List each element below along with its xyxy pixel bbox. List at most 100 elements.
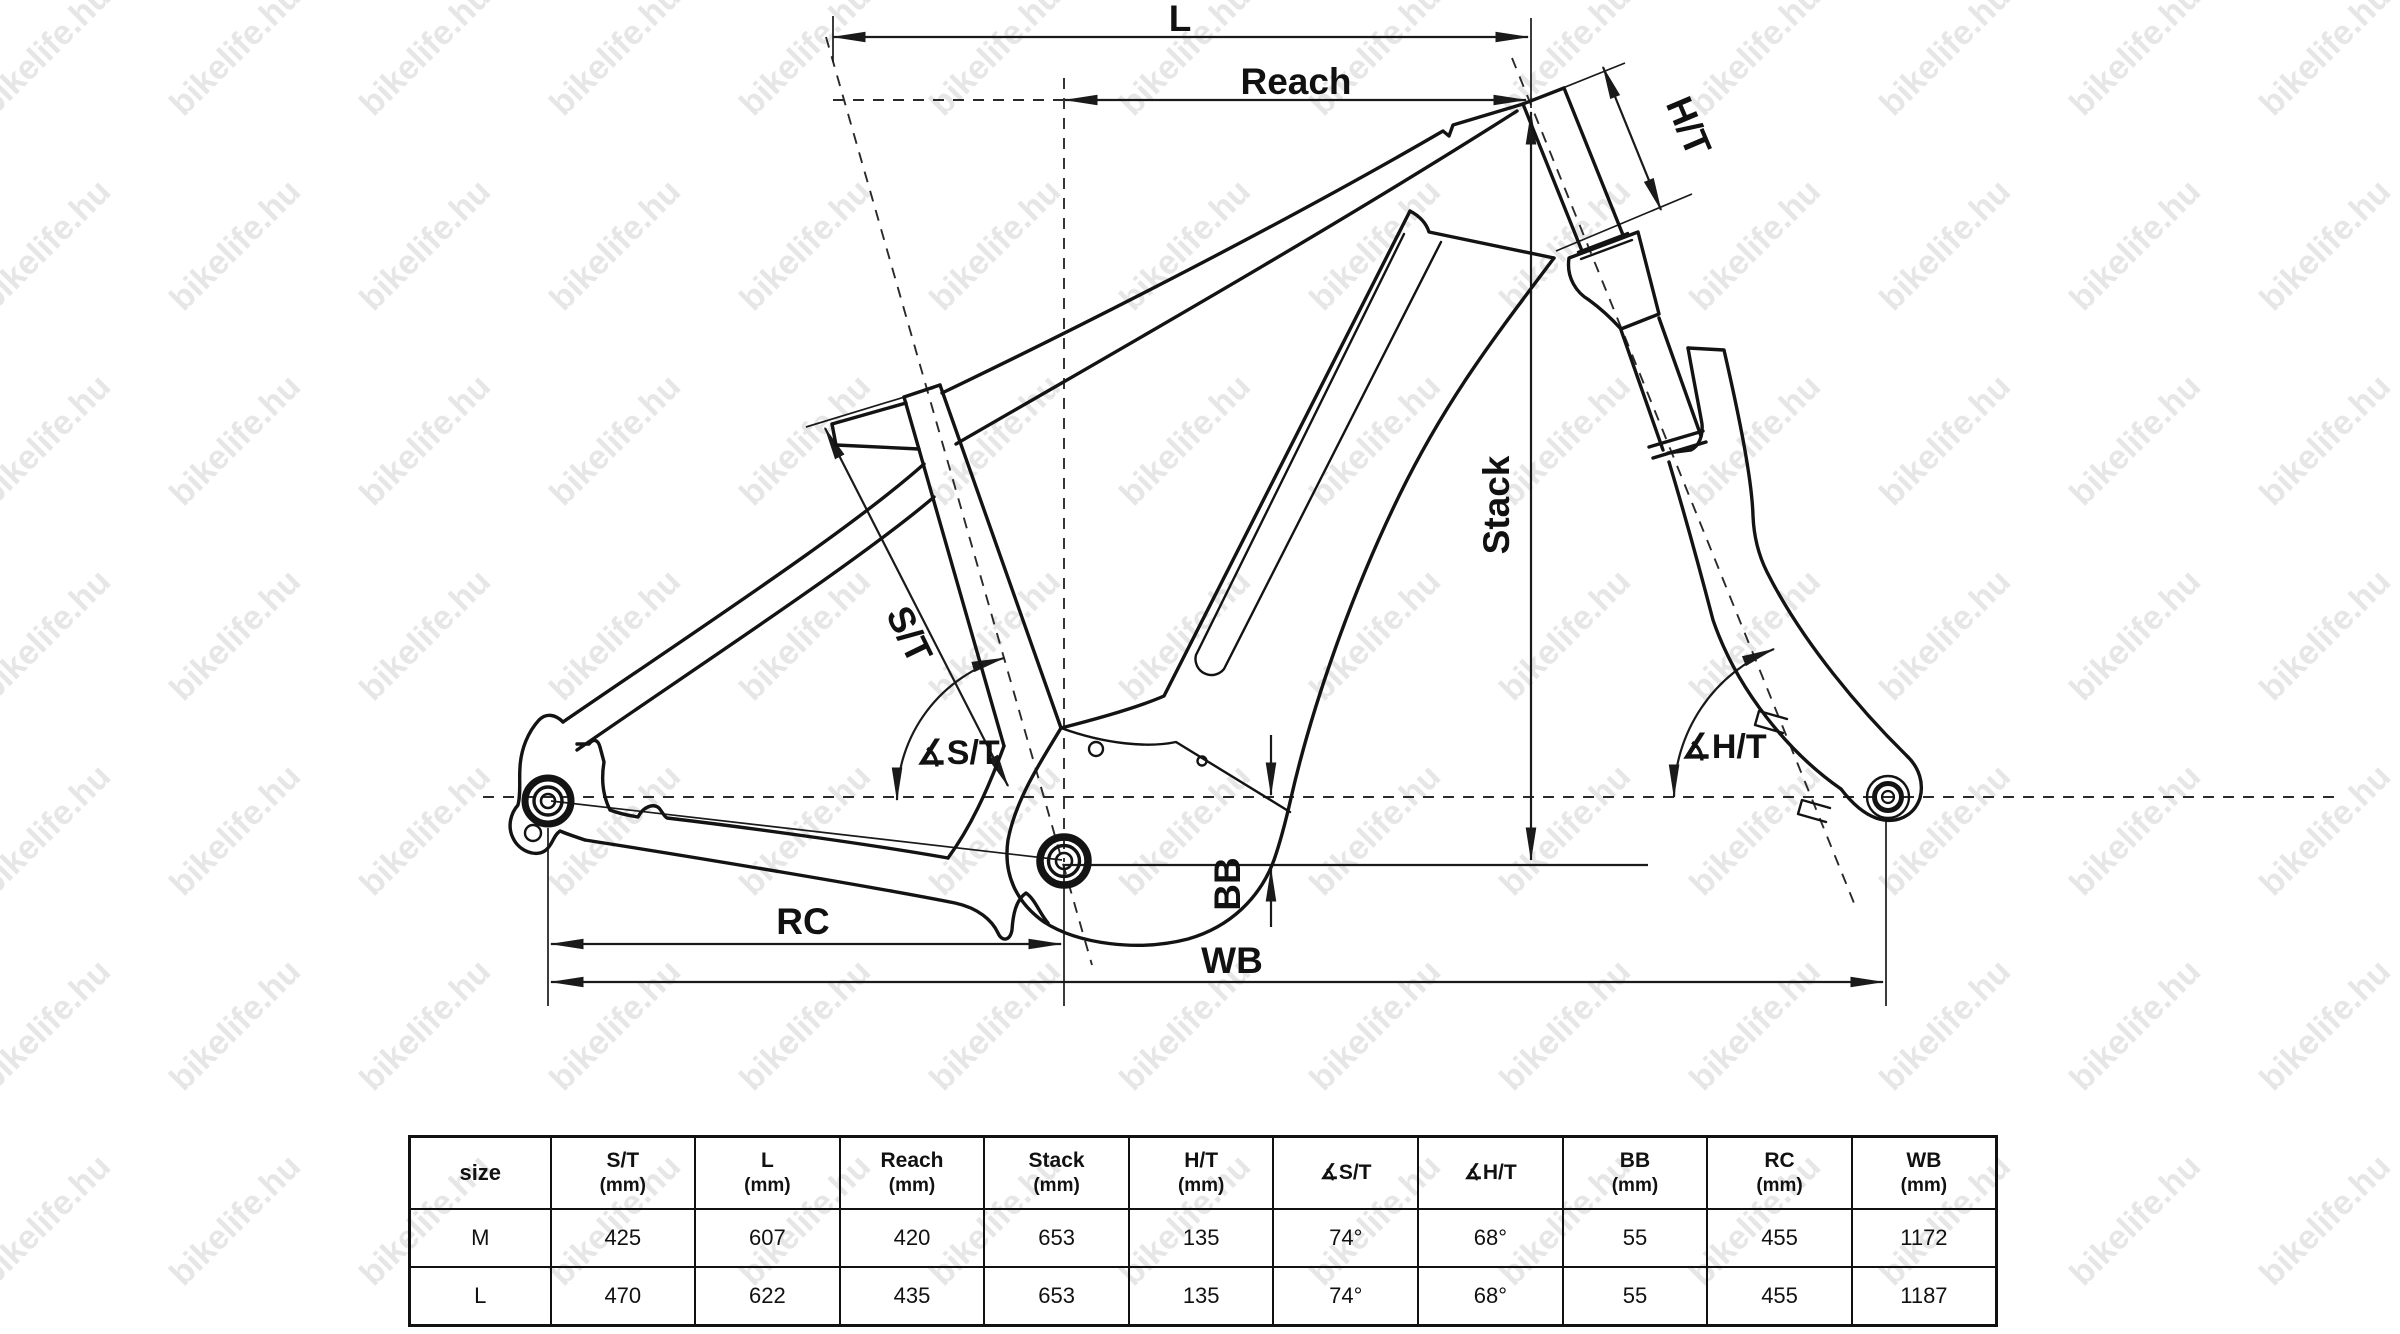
watermark-text: bikelife.hu — [1302, 562, 1448, 708]
column-header-reach: Reach(mm) — [838, 1135, 986, 1210]
head-tube — [1521, 86, 1625, 253]
column-header-stack: Stack(mm) — [983, 1135, 1130, 1210]
label-st: S/T — [878, 600, 940, 670]
column-header-st: S/T(mm) — [549, 1135, 697, 1210]
watermark-text: bikelife.hu — [1872, 0, 2018, 123]
chain-stays — [575, 738, 1050, 941]
watermark-text: bikelife.hu — [732, 172, 878, 318]
watermark-text: bikelife.hu — [2252, 952, 2398, 1098]
brake-mount-tab-lower — [1796, 798, 1832, 824]
headset-spacer-line — [1579, 238, 1634, 261]
watermark-text: bikelife.hu — [1492, 562, 1638, 708]
watermark-text: bikelife.hu — [162, 952, 308, 1098]
frame-bolt-hole-small — [1196, 755, 1208, 767]
watermark-text: bikelife.hu — [1112, 562, 1258, 708]
watermark-text: bikelife.hu — [162, 757, 308, 903]
value-cell: 622 — [694, 1266, 841, 1327]
watermark-text: bikelife.hu — [922, 952, 1068, 1098]
value-cell: 55 — [1561, 1208, 1709, 1268]
watermark-text: bikelife.hu — [1302, 952, 1448, 1098]
value-cell: 455 — [1706, 1208, 1853, 1268]
value-cell: 74° — [1272, 1208, 1420, 1268]
value-cell: 68° — [1417, 1208, 1564, 1268]
rear-dropout — [508, 713, 587, 856]
watermark-text: bikelife.hu — [2062, 172, 2208, 318]
column-header-size: size — [408, 1135, 552, 1210]
watermark-text: bikelife.hu — [732, 952, 878, 1098]
label-wb: WB — [1201, 940, 1263, 981]
watermark-text: bikelife.hu — [1872, 952, 2018, 1098]
watermark-text: bikelife.hu — [0, 1147, 118, 1293]
column-header-rc: RC(mm) — [1706, 1135, 1853, 1210]
watermark-text: bikelife.hu — [2252, 562, 2398, 708]
value-cell: 420 — [838, 1208, 986, 1268]
label-rc: RC — [776, 901, 829, 942]
label-bb: BB — [1207, 857, 1248, 910]
watermark-text: bikelife.hu — [0, 952, 118, 1098]
label-angle-ht: ∡H/T — [1681, 728, 1766, 766]
watermark-text: bikelife.hu — [162, 367, 308, 513]
column-header-ht: H/T(mm) — [1127, 1135, 1275, 1210]
value-cell: 470 — [549, 1266, 697, 1327]
watermark-text: bikelife.hu — [1302, 367, 1448, 513]
size-cell: L — [408, 1266, 552, 1327]
watermark-text: bikelife.hu — [542, 172, 688, 318]
dimension-lines — [547, 16, 1887, 1006]
size-cell: M — [408, 1208, 552, 1268]
watermark-text: bikelife.hu — [542, 0, 688, 123]
fork-leg-arch — [1666, 346, 1704, 455]
watermark-text: bikelife.hu — [352, 952, 498, 1098]
fork-stanchion-right — [1657, 316, 1703, 438]
watermark-text: bikelife.hu — [1302, 757, 1448, 903]
fork-seal-ring — [1647, 429, 1705, 449]
rear-axle-mid-ring — [532, 785, 564, 817]
value-cell: 425 — [549, 1208, 697, 1268]
watermark-text: bikelife.hu — [2252, 172, 2398, 318]
battery-cover-line — [1194, 232, 1443, 677]
watermark-text: bikelife.hu — [0, 172, 118, 318]
watermark-text: bikelife.hu — [1492, 757, 1638, 903]
label-reach: Reach — [1240, 61, 1351, 102]
top-tube — [830, 102, 1525, 451]
headset-spacer-line — [1576, 231, 1630, 254]
label-stack: Stack — [1476, 455, 1517, 554]
label-l: L — [1169, 0, 1192, 39]
fork-stanchion-left — [1619, 328, 1665, 452]
motor-panel-line — [1059, 726, 1292, 814]
ht-dimension-line — [1601, 65, 1663, 212]
column-header-bb: BB(mm) — [1561, 1135, 1709, 1210]
watermark-text: bikelife.hu — [1682, 952, 1828, 1098]
fork-dropout — [1839, 755, 1924, 823]
column-header-ht: ∡H/T — [1417, 1135, 1564, 1210]
column-header-l: L(mm) — [694, 1135, 841, 1210]
bike-frame-drawing — [508, 86, 1924, 947]
watermark-text: bikelife.hu — [2062, 562, 2208, 708]
bottom-bracket — [1036, 833, 1092, 889]
watermark-text: bikelife.hu — [2062, 952, 2208, 1098]
watermark-text: bikelife.hu — [1682, 172, 1828, 318]
derailleur-hanger-hole — [523, 823, 543, 843]
watermark-text: bikelife.hu — [352, 562, 498, 708]
watermark-text: bikelife.hu — [1872, 172, 2018, 318]
value-cell: 607 — [694, 1208, 841, 1268]
watermark-text: bikelife.hu — [922, 172, 1068, 318]
value-cell: 653 — [983, 1266, 1130, 1327]
watermark-text: bikelife.hu — [1682, 367, 1828, 513]
label-angle-st: ∡S/T — [916, 734, 1000, 772]
front-axle-inner-ring — [1880, 789, 1896, 805]
watermark-text: bikelife.hu — [162, 562, 308, 708]
value-cell: 55 — [1561, 1266, 1709, 1327]
watermark-text: bikelife.hu — [1302, 172, 1448, 318]
rear-axle-outer-ring — [521, 774, 575, 828]
watermark-text: bikelife.hu — [0, 757, 118, 903]
watermark-text: bikelife.hu — [542, 952, 688, 1098]
watermark-text: bikelife.hu — [922, 367, 1068, 513]
watermark-text: bikelife.hu — [1112, 367, 1258, 513]
head-angle-arc — [1668, 647, 1776, 799]
seat-stays — [561, 462, 936, 752]
